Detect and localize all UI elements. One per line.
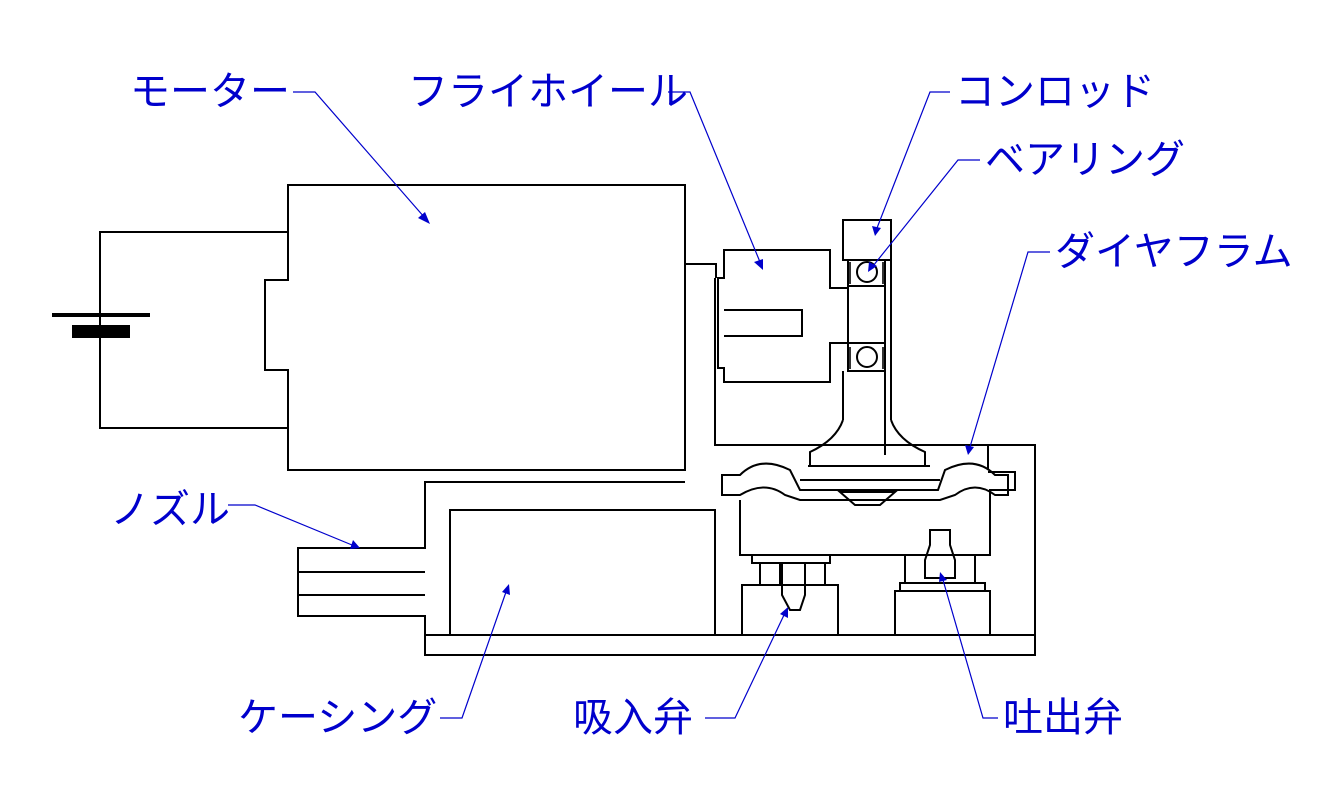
bearing	[849, 261, 884, 369]
conrod	[809, 219, 926, 466]
label-conrod-text: コンロッド	[955, 69, 1155, 115]
label-discharge-valve: 吐出弁	[939, 572, 1123, 741]
label-casing: ケーシング	[238, 584, 510, 741]
label-intake-valve-text: 吸入弁	[573, 695, 693, 741]
label-diaphragm-text: ダイヤフラム	[1055, 229, 1293, 275]
pump-housing	[714, 368, 1036, 635]
discharge-valve	[894, 529, 991, 635]
label-flywheel-text: フライホイール	[408, 69, 688, 115]
motor	[264, 184, 717, 471]
diaphragm	[721, 462, 1009, 506]
label-motor-text: モーター	[130, 69, 290, 115]
label-discharge-valve-text: 吐出弁	[1003, 695, 1123, 741]
label-flywheel: フライホイール	[408, 69, 763, 270]
label-casing-text: ケーシング	[238, 695, 437, 741]
battery-negative-plate	[72, 325, 130, 338]
label-bearing: ベアリング	[868, 137, 1185, 272]
label-motor: モーター	[130, 69, 430, 224]
battery-circuit	[52, 231, 288, 429]
flywheel	[717, 249, 849, 383]
label-bearing-text: ベアリング	[985, 137, 1185, 183]
casing	[297, 481, 1036, 656]
label-nozzle-text: ノズル	[110, 487, 230, 533]
label-diaphragm: ダイヤフラム	[965, 229, 1293, 455]
label-conrod: コンロッド	[872, 69, 1155, 236]
intake-valve	[741, 554, 839, 635]
label-nozzle: ノズル	[110, 487, 360, 549]
label-intake-valve: 吸入弁	[573, 607, 788, 741]
